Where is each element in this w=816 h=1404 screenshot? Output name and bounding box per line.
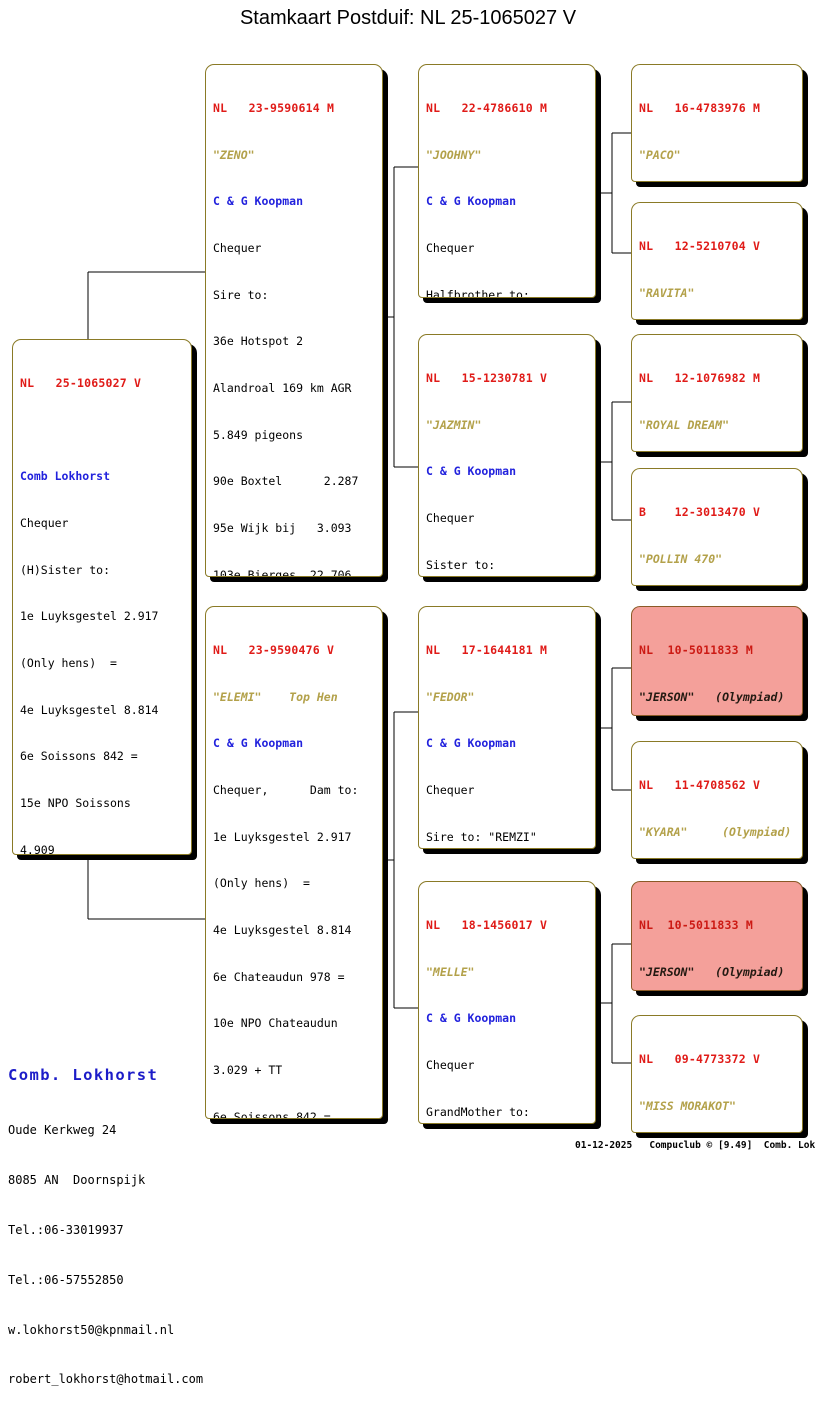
card-detail-line: 5.849 pigeons: [213, 427, 304, 442]
card-owner: C & G Koopman: [426, 736, 517, 751]
card-owner: C & G Koopman: [426, 464, 517, 479]
card-detail-line: 4e Luyksgestel 8.814: [213, 922, 352, 937]
card-ring-number: NL 15-1230781 V: [426, 371, 548, 386]
card-dam-dam[interactable]: NL 18-1456017 V "MELLE" C & G Koopman Ch…: [418, 881, 596, 1124]
card-ring-number: NL 17-1644181 M: [426, 643, 548, 658]
card-detail-line: 4.909: [20, 842, 55, 855]
card-nickname: "MELLE": [426, 964, 475, 979]
card-gg-7[interactable]: NL 10-5011833 M "JERSON" (Olympiad) C & …: [631, 881, 803, 991]
card-ring-number: NL 23-9590614 M: [213, 101, 335, 116]
card-gg-5[interactable]: NL 10-5011833 M "JERSON" (Olympiad) C & …: [631, 606, 803, 716]
card-subject[interactable]: NL 25-1065027 V Comb Lokhorst Chequer (H…: [12, 339, 192, 855]
card-detail-line: Alandroal 169 km AGR: [213, 380, 352, 395]
card-owner: Comb Lokhorst: [20, 469, 111, 484]
card-ring-number: NL 09-4773372 V: [639, 1052, 761, 1067]
card-detail-line: 6e Soissons 842 =: [213, 1109, 331, 1119]
card-ring-number: NL 25-1065027 V: [20, 376, 142, 391]
card-owner: C & G Koopman: [213, 736, 304, 751]
card-detail-line: Chequer: [426, 783, 475, 798]
card-nickname: "JAZMIN": [426, 417, 482, 432]
card-detail-line: (H)Sister to:: [20, 562, 111, 577]
card-gg-8[interactable]: NL 09-4773372 V "MISS MORAKOT" C & G Koo…: [631, 1015, 803, 1133]
card-detail-line: 1e Luyksgestel 2.917: [20, 609, 159, 624]
card-detail-line: 95e Wijk bij 3.093: [213, 520, 352, 535]
card-detail-line: 4e Luyksgestel 8.814: [20, 702, 159, 717]
card-detail-line: Chequer: [213, 241, 262, 256]
card-gg-2[interactable]: NL 12-5210704 V "RAVITA" C & G Koopman D…: [631, 202, 803, 320]
card-sire-sire[interactable]: NL 22-4786610 M "JOOHNY" C & G Koopman C…: [418, 64, 596, 298]
card-detail-line: Chequer: [426, 241, 475, 256]
card-ring-number: NL 18-1456017 V: [426, 918, 548, 933]
card-gg-6[interactable]: NL 11-4708562 V "KYARA" (Olympiad) C & G…: [631, 741, 803, 859]
card-owner: C & G Koopman: [213, 194, 304, 209]
card-detail-line: 6e Chateaudun 978 =: [213, 969, 345, 984]
card-detail-line: Chequer, Dam to:: [213, 783, 359, 798]
owner-contact-block: Comb. Lokhorst Oude Kerkweg 24 8085 AN D…: [8, 1031, 203, 1404]
card-detail-line: 1e Luyksgestel 2.917: [213, 829, 352, 844]
card-nickname: "KYARA" (Olympiad): [639, 824, 792, 839]
owner-name: Comb. Lokhorst: [8, 1066, 159, 1085]
card-sire-dam[interactable]: NL 15-1230781 V "JAZMIN" C & G Koopman C…: [418, 334, 596, 577]
card-nickname: "ROYAL DREAM": [639, 417, 730, 432]
owner-address-street: Oude Kerkweg 24: [8, 1123, 117, 1138]
owner-phone-2: Tel.:06-57552850: [8, 1272, 124, 1287]
card-nickname: "POLLIN 470": [639, 551, 723, 566]
card-detail-line: 15e NPO Soissons: [20, 795, 131, 810]
card-detail-line: Sire to: "REMZI": [426, 829, 537, 844]
card-nickname: "JERSON" (Olympiad): [639, 689, 785, 704]
card-nickname: "ELEMI" Top Hen: [213, 689, 338, 704]
card-nickname: "MISS MORAKOT": [639, 1098, 736, 1113]
card-detail-line: 103e Bierges 22.706: [213, 567, 352, 577]
card-detail-line: Sire to:: [213, 287, 269, 302]
card-detail-line: Chequer: [20, 516, 69, 531]
card-ring-number: NL 12-5210704 V: [639, 239, 761, 254]
card-dam[interactable]: NL 23-9590476 V "ELEMI" Top Hen C & G Ko…: [205, 606, 383, 1119]
card-detail-line: Chequer: [426, 1058, 475, 1073]
card-gg-4[interactable]: B 12-3013470 V "POLLIN 470" M. Pollin Ch…: [631, 468, 803, 586]
card-gg-3[interactable]: NL 12-1076982 M "ROYAL DREAM" C & G Koop…: [631, 334, 803, 452]
card-detail-line: 36e Hotspot 2: [213, 334, 304, 349]
software-credit: 01-12-2025 Compuclub © [9.49] Comb. Lokh…: [575, 1140, 816, 1151]
card-nickname: "JOOHNY": [426, 147, 482, 162]
card-detail-line: Halfbrother to:: [426, 287, 530, 298]
card-dam-sire[interactable]: NL 17-1644181 M "FEDOR" C & G Koopman Ch…: [418, 606, 596, 849]
page-title: Stamkaart Postduif: NL 25-1065027 V: [239, 7, 577, 29]
card-ring-number: NL 22-4786610 M: [426, 101, 548, 116]
card-ring-number: NL 23-9590476 V: [213, 643, 335, 658]
card-detail-line: 90e Boxtel 2.287: [213, 474, 359, 489]
card-ring-number: NL 11-4708562 V: [639, 778, 761, 793]
card-gg-1[interactable]: NL 16-4783976 M "PACO" C & G Koopman Blu…: [631, 64, 803, 182]
card-nickname: "ZENO": [213, 147, 255, 162]
card-owner: C & G Koopman: [426, 194, 517, 209]
card-ring-number: B 12-3013470 V: [639, 505, 761, 520]
card-detail-line: (Only hens) =: [213, 876, 310, 891]
card-nickname: "FEDOR": [426, 689, 475, 704]
card-nickname: "RAVITA": [639, 285, 695, 300]
card-detail-line: 10e NPO Chateaudun: [213, 1016, 338, 1031]
card-nickname: "PACO": [639, 147, 681, 162]
card-nickname: "JERSON" (Olympiad): [639, 964, 785, 979]
card-detail-line: 3.029 + TT: [213, 1062, 283, 1077]
card-detail-line: Sister to:: [426, 557, 496, 572]
card-detail-line: GrandMother to:: [426, 1104, 530, 1119]
owner-phone-1: Tel.:06-33019937: [8, 1222, 124, 1237]
card-ring-number: NL 10-5011833 M: [639, 918, 753, 933]
card-sire[interactable]: NL 23-9590614 M "ZENO" C & G Koopman Che…: [205, 64, 383, 577]
owner-address-city: 8085 AN Doornspijk: [8, 1173, 146, 1188]
card-detail-line: (Only hens) =: [20, 655, 117, 670]
card-owner: C & G Koopman: [426, 1011, 517, 1026]
card-nickname: [20, 423, 184, 439]
card-ring-number: NL 16-4783976 M: [639, 101, 761, 116]
owner-email-1: w.lokhorst50@kpnmail.nl: [8, 1322, 175, 1337]
card-ring-number: NL 12-1076982 M: [639, 371, 761, 386]
card-ring-number: NL 10-5011833 M: [639, 643, 753, 658]
card-detail-line: Chequer: [426, 511, 475, 526]
owner-email-2: robert_lokhorst@hotmail.com: [8, 1372, 204, 1387]
card-detail-line: 6e Soissons 842 =: [20, 749, 138, 764]
